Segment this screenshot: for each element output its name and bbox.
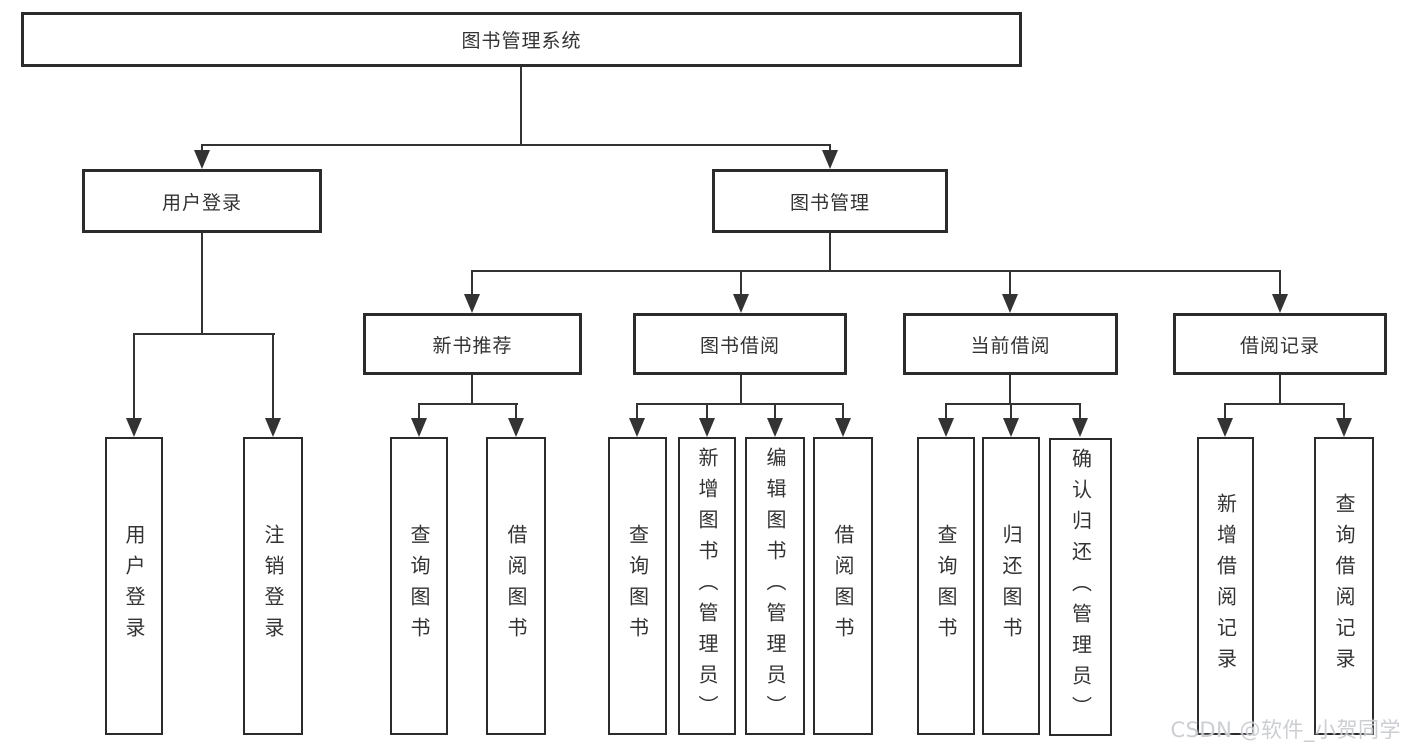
arrow-to-current-borrowing — [1002, 294, 1018, 313]
arrow-to-book-borrowing — [733, 294, 749, 313]
leaf-borrow-books-a: 借阅图书 — [486, 437, 546, 735]
arrow-to-return-books — [1003, 418, 1019, 437]
connector-new-book-drop — [471, 375, 473, 404]
node-current-borrowing-label: 当前借阅 — [970, 334, 1051, 357]
connector-current-stub-3 — [1079, 403, 1081, 419]
leaf-edit-books-admin: 编辑图书（管理员） — [745, 437, 805, 735]
arrow-to-edit-books — [767, 418, 783, 437]
leaf-edit-books-admin-label: 编辑图书（管理员） — [763, 446, 787, 726]
connector-borrowing-bar — [636, 403, 844, 405]
connector-book-mgmt-stub-2 — [740, 270, 742, 295]
connector-records-drop — [1279, 375, 1281, 404]
leaf-add-borrow-record: 新增借阅记录 — [1197, 437, 1254, 735]
connector-records-bar — [1224, 403, 1345, 405]
arrow-to-borrowing-records — [1272, 294, 1288, 313]
connector-user-login-bar — [133, 333, 275, 335]
leaf-query-books-b-label: 查询图书 — [625, 524, 650, 648]
csdn-watermark: CSDN @软件_小贺同学 — [1170, 718, 1401, 742]
arrow-to-leaf-user-login — [126, 418, 142, 437]
connector-records-stub-2 — [1343, 403, 1345, 419]
arrow-to-borrow-books-a — [508, 418, 524, 437]
connector-root-stub-right — [829, 144, 831, 152]
leaf-borrow-books-a-label: 借阅图书 — [504, 524, 528, 648]
connector-borrowing-stub-1 — [636, 403, 638, 419]
leaf-user-login: 用户登录 — [105, 437, 163, 735]
connector-root-stub-left — [201, 144, 203, 152]
arrow-to-book-management — [822, 150, 838, 169]
connector-new-book-bar — [418, 403, 518, 405]
arrow-to-query-borrow-record — [1336, 418, 1352, 437]
leaf-add-books-admin-label: 新增图书（管理员） — [695, 446, 719, 726]
arrow-to-new-book-recommend — [464, 294, 480, 313]
node-book-management: 图书管理 — [712, 169, 948, 233]
leaf-logout-label: 注销登录 — [261, 524, 285, 648]
connector-current-stub-2 — [1010, 403, 1012, 419]
connector-user-login-stub-1 — [133, 333, 135, 419]
arrow-to-borrow-books-b — [835, 418, 851, 437]
connector-book-mgmt-bar — [471, 270, 1281, 272]
connector-book-mgmt-stub-3 — [1009, 270, 1011, 295]
connector-borrowing-stub-4 — [842, 403, 844, 419]
connector-root-bar — [201, 144, 831, 146]
node-root: 图书管理系统 — [21, 12, 1022, 67]
arrow-to-add-borrow-record — [1217, 418, 1233, 437]
arrow-to-query-books-b — [629, 418, 645, 437]
leaf-add-borrow-record-label: 新增借阅记录 — [1213, 493, 1238, 679]
leaf-query-books-a-label: 查询图书 — [407, 524, 431, 648]
connector-new-book-stub-2 — [515, 403, 517, 419]
connector-borrowing-drop — [740, 375, 742, 404]
arrow-to-add-books — [699, 418, 715, 437]
leaf-query-borrow-record: 查询借阅记录 — [1314, 437, 1374, 735]
connector-root-drop — [520, 67, 522, 145]
connector-current-stub-1 — [945, 403, 947, 419]
leaf-confirm-return-admin-label: 确认归还（管理员） — [1068, 447, 1093, 727]
connector-current-drop — [1009, 375, 1011, 404]
node-book-borrowing: 图书借阅 — [633, 313, 847, 375]
arrow-to-leaf-logout — [265, 418, 281, 437]
arrow-to-query-books-c — [938, 418, 954, 437]
connector-borrowing-stub-2 — [706, 403, 708, 419]
leaf-query-books-a: 查询图书 — [390, 437, 448, 735]
leaf-query-books-c-label: 查询图书 — [934, 524, 958, 648]
arrow-to-user-login — [194, 150, 210, 169]
connector-book-mgmt-drop — [829, 233, 831, 271]
node-new-book-recommend-label: 新书推荐 — [432, 334, 513, 357]
node-current-borrowing: 当前借阅 — [903, 313, 1118, 375]
leaf-return-books-label: 归还图书 — [999, 524, 1023, 648]
leaf-borrow-books-b: 借阅图书 — [813, 437, 873, 735]
node-root-label: 图书管理系统 — [461, 30, 582, 52]
arrow-to-query-books-a — [411, 418, 427, 437]
leaf-query-borrow-record-label: 查询借阅记录 — [1332, 493, 1356, 679]
connector-book-mgmt-stub-4 — [1279, 270, 1281, 295]
leaf-logout: 注销登录 — [243, 437, 303, 735]
leaf-return-books: 归还图书 — [982, 437, 1040, 735]
connector-new-book-stub-1 — [418, 403, 420, 419]
leaf-query-books-b: 查询图书 — [608, 437, 667, 735]
node-user-login: 用户登录 — [82, 169, 322, 233]
connector-book-mgmt-stub-1 — [471, 270, 473, 295]
node-borrowing-records: 借阅记录 — [1173, 313, 1387, 375]
connector-borrowing-stub-3 — [774, 403, 776, 419]
node-user-login-label: 用户登录 — [161, 191, 242, 214]
connector-records-stub-1 — [1224, 403, 1226, 419]
connector-user-login-drop — [201, 233, 203, 334]
node-book-management-label: 图书管理 — [789, 191, 870, 214]
arrow-to-confirm-return — [1072, 418, 1088, 437]
leaf-confirm-return-admin: 确认归还（管理员） — [1049, 438, 1112, 736]
leaf-user-login-label: 用户登录 — [122, 524, 146, 648]
leaf-borrow-books-b-label: 借阅图书 — [831, 524, 855, 648]
node-borrowing-records-label: 借阅记录 — [1239, 334, 1320, 357]
leaf-query-books-c: 查询图书 — [917, 437, 975, 735]
node-book-borrowing-label: 图书借阅 — [699, 334, 780, 357]
connector-current-bar — [945, 403, 1081, 405]
node-new-book-recommend: 新书推荐 — [363, 313, 582, 375]
connector-user-login-stub-2 — [272, 333, 274, 419]
leaf-add-books-admin: 新增图书（管理员） — [678, 437, 736, 735]
